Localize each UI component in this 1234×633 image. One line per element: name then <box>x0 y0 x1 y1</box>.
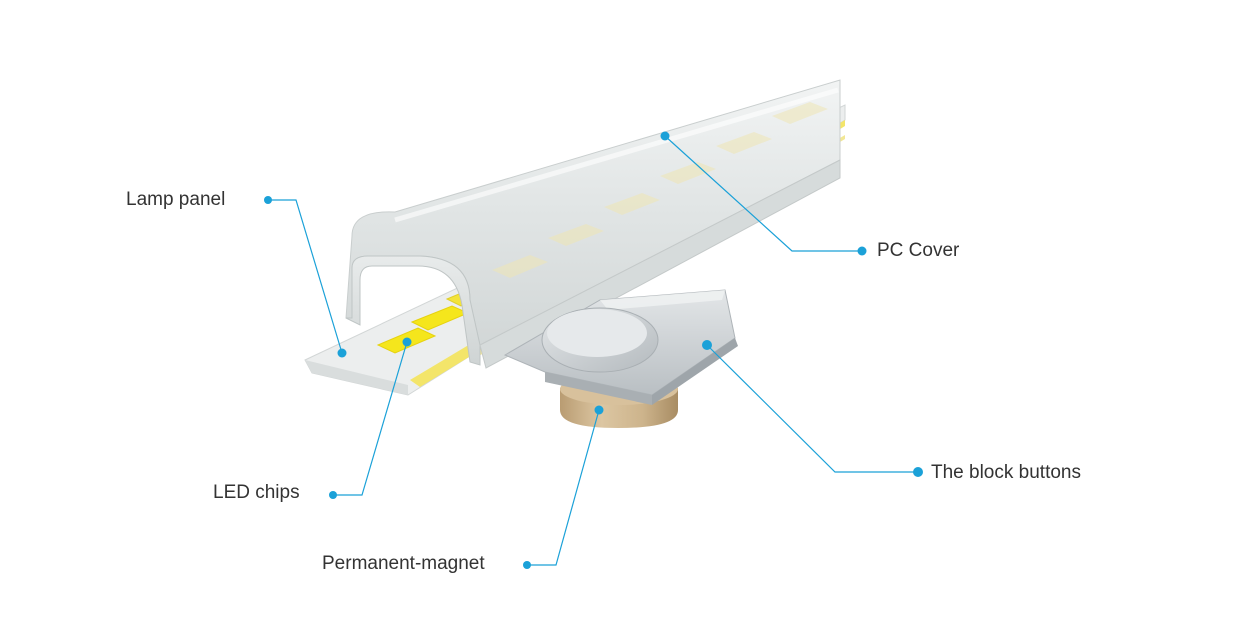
callout-lines <box>268 135 918 566</box>
callout-dot <box>329 491 337 499</box>
callout-dot <box>337 348 347 358</box>
callout-dot <box>264 196 272 204</box>
callout-line-led-chips <box>333 341 408 496</box>
lamp-panel-label: Lamp panel <box>126 189 226 210</box>
pc-cover-label: PC Cover <box>877 240 960 261</box>
callout-line-block-buttons <box>706 344 918 473</box>
callout-line-magnet <box>527 409 600 566</box>
block-buttons-label: The block buttons <box>931 462 1081 483</box>
led-chips-label: LED chips <box>213 482 300 503</box>
callout-dot <box>857 246 867 256</box>
callout-line-lamp-panel <box>268 199 343 354</box>
callout-dot <box>702 340 712 350</box>
callout-dot <box>660 131 670 141</box>
callout-line-pc-cover <box>664 135 862 252</box>
callout-dot <box>594 405 604 415</box>
callout-dot <box>402 337 412 347</box>
callout-dots <box>264 131 923 569</box>
permanent-magnet-label: Permanent-magnet <box>322 553 485 574</box>
callout-dot <box>523 561 531 569</box>
callout-dot <box>913 467 923 477</box>
